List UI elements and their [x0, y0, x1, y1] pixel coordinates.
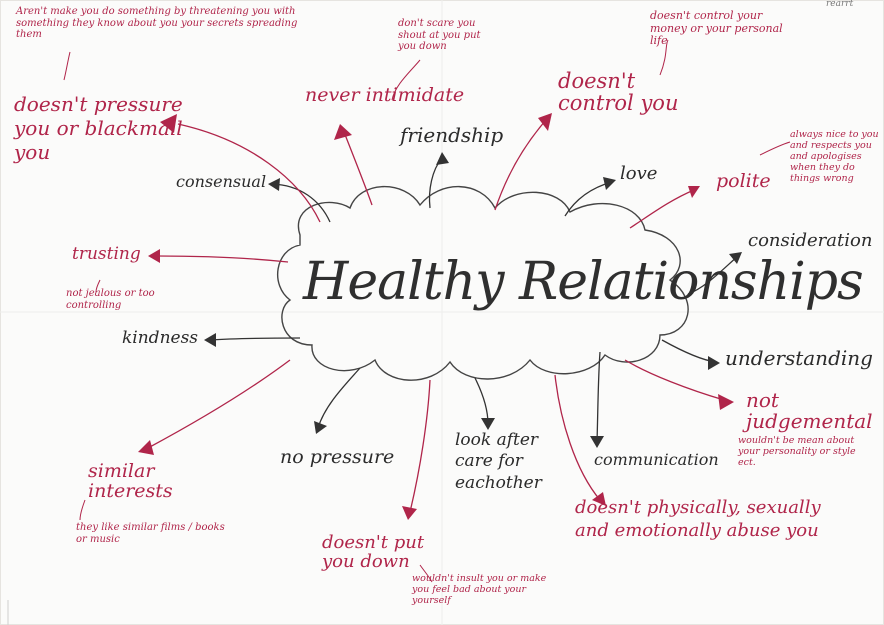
note-doesnt-blackmail: Aren't make you do something by threaten…: [16, 6, 298, 40]
connector-consensual: [271, 183, 331, 223]
node-polite: polite: [716, 170, 771, 192]
corner-mark: rearrt: [826, 0, 854, 9]
arrowhead: [688, 186, 700, 198]
note-pointers: [63, 39, 791, 583]
pointer-similar-interests-note: [79, 499, 86, 521]
arrowhead: [729, 252, 742, 264]
arrowhead: [402, 506, 417, 520]
node-not-judgemental: not judgemental: [746, 388, 873, 433]
arrowhead: [268, 178, 280, 191]
note-doesnt-put-down: wouldn't insult you or make you feel bad…: [412, 573, 547, 606]
arrowhead: [718, 394, 734, 410]
arrowhead: [538, 113, 552, 131]
node-doesnt-put-down: doesn't put you down: [322, 532, 425, 572]
arrowhead: [314, 421, 327, 434]
connector-communication: [596, 351, 601, 443]
connector-no-pressure: [317, 367, 361, 429]
note-never-intimidate: don't scare you shout at you put you dow…: [398, 18, 481, 52]
connector-doesnt-blackmail: [177, 123, 321, 223]
pointer-doesnt-control-note: [659, 39, 669, 76]
pointer-trusting-note: [95, 279, 101, 293]
node-trusting: trusting: [72, 244, 141, 264]
arrowhead: [590, 436, 604, 448]
arrowhead: [708, 356, 720, 370]
pointer-doesnt-put-down-note: [419, 564, 433, 583]
connector-polite: [629, 189, 695, 229]
note-similar-interests: they like similar films / books or music: [76, 522, 225, 545]
arrowhead: [138, 440, 154, 455]
node-communication: communication: [594, 450, 719, 469]
node-kindness: kindness: [122, 328, 199, 348]
connector-never-intimidate: [343, 131, 373, 206]
node-look-after: look after care for eachother: [455, 430, 542, 493]
red-arrowheads: [138, 113, 734, 520]
connector-kindness: [209, 337, 301, 341]
red-connectors: [147, 119, 725, 513]
node-consensual: consensual: [176, 172, 267, 191]
pointer-never-intimidate-note: [391, 59, 421, 101]
arrowhead: [436, 152, 449, 165]
arrowhead: [148, 249, 160, 263]
connector-doesnt-abuse: [554, 374, 601, 501]
pointer-doesnt-blackmail-note: [63, 51, 71, 81]
arrowhead: [603, 177, 616, 190]
node-friendship: friendship: [400, 123, 504, 147]
node-love: love: [620, 163, 658, 184]
connector-not-judgemental: [624, 359, 725, 401]
connector-friendship: [428, 157, 443, 209]
connector-similar-interests: [147, 359, 291, 449]
central-title: Healthy Relationships: [303, 252, 864, 312]
connector-doesnt-put-down: [409, 379, 431, 513]
connector-look-after: [474, 377, 489, 425]
connector-understanding: [661, 339, 717, 363]
black-arrowheads: [204, 152, 742, 448]
arrowhead: [160, 114, 177, 133]
connector-doesnt-control: [494, 119, 547, 211]
node-doesnt-blackmail: doesn't pressure you or blackmail you: [14, 92, 183, 164]
note-polite: always nice to you and respects you and …: [790, 129, 879, 184]
node-doesnt-abuse: doesn't physically, sexually and emotion…: [575, 497, 821, 542]
black-connectors: [209, 157, 739, 443]
node-understanding: understanding: [725, 346, 873, 370]
node-doesnt-control: doesn't control you: [558, 69, 679, 116]
pointer-polite-note: [759, 141, 791, 156]
connector-consideration: [687, 255, 739, 295]
note-trusting: not jealous or too controlling: [66, 288, 155, 311]
central-cloud: [276, 185, 689, 381]
note-doesnt-control: doesn't control your money or your perso…: [650, 9, 783, 48]
arrowhead: [204, 333, 216, 347]
connector-trusting: [157, 255, 289, 263]
node-similar-interests: similar interests: [88, 460, 173, 502]
node-never-intimidate: never intimidate: [305, 84, 465, 106]
arrowhead: [481, 418, 495, 430]
node-no-pressure: no pressure: [280, 446, 395, 468]
arrowhead: [592, 492, 606, 506]
note-not-judgemental: wouldn't be mean about your personality …: [738, 435, 856, 468]
node-consideration: consideration: [748, 230, 873, 251]
arrowhead: [334, 124, 352, 140]
